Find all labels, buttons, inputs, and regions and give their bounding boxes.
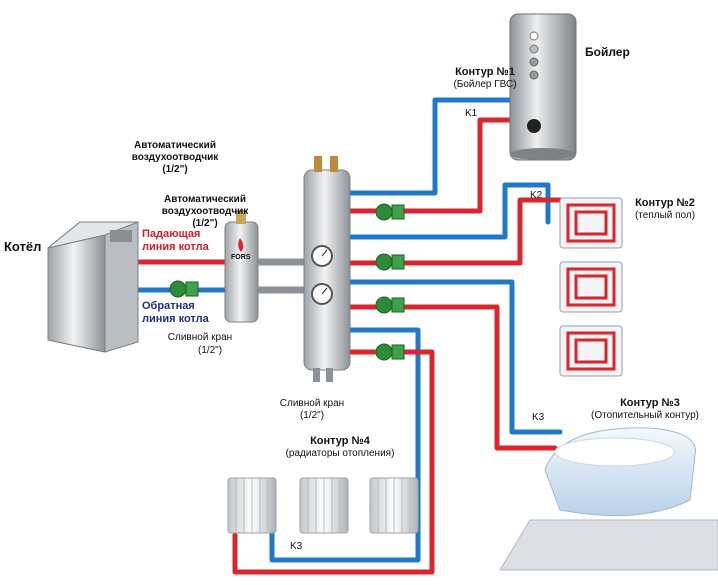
circuit-4-subtitle: (радиаторы отопления) (285, 448, 395, 459)
air-vent-top-2: воздухоотводчик (131, 152, 219, 163)
collector (303, 156, 351, 382)
boiler-tank-label: Бойлер (585, 45, 630, 59)
return-line-label-2: линия котла (142, 313, 209, 325)
supply-line-label-2: линия котла (142, 241, 209, 253)
kotel-label: Котёл (4, 239, 42, 254)
drain-left-2: (1/2") (197, 345, 223, 356)
air-vent-top-3: (1/2") (162, 164, 188, 175)
air-vent-mid-1: Автоматический (164, 194, 246, 205)
drain-mid-2: (1/2") (299, 410, 325, 421)
boiler-tank (509, 13, 577, 161)
return-line-label-1: Обратная (142, 300, 195, 312)
pumps (169, 203, 405, 361)
hydro-separator (224, 210, 259, 323)
circuit-4-code: K3 (290, 541, 303, 552)
brand-label: FORS (231, 254, 251, 261)
circuit-1-pipes (347, 97, 520, 214)
radiators (227, 477, 419, 534)
drain-left-1: Сливной кран (167, 332, 233, 343)
air-vent-mid-3: (1/2") (192, 218, 218, 229)
kotel-pipes (132, 258, 309, 294)
circuit-2-subtitle: (теплый пол) (634, 210, 696, 221)
air-vent-top-1: Автоматический (134, 140, 216, 151)
circuit-3-title: Контур №3 (620, 397, 680, 409)
circuit-3-pipes (347, 279, 563, 451)
floor-coils (559, 197, 623, 377)
circuit-1-title: Контур №1 (455, 66, 515, 78)
circuit-2-code: K2 (530, 190, 543, 201)
circuit-4-pipes (232, 327, 435, 575)
circuit-2-title: Контур №2 (635, 197, 695, 209)
circuit-1-subtitle: (Бойлер ГВС) (453, 79, 517, 90)
bathtub (499, 427, 718, 571)
kotel-unit (47, 221, 139, 353)
drain-mid-1: Сливной кран (279, 398, 345, 409)
circuit-4-title: Контур №4 (310, 435, 370, 447)
supply-line-label-1: Падающая (142, 228, 201, 240)
circuit-2-pipes (347, 182, 563, 266)
air-vent-mid-2: воздухоотводчик (161, 206, 249, 217)
circuit-3-code: K3 (532, 412, 545, 423)
circuit-3-subtitle: (Отопительный контур) (591, 410, 699, 421)
circuit-1-code: K1 (465, 108, 478, 119)
